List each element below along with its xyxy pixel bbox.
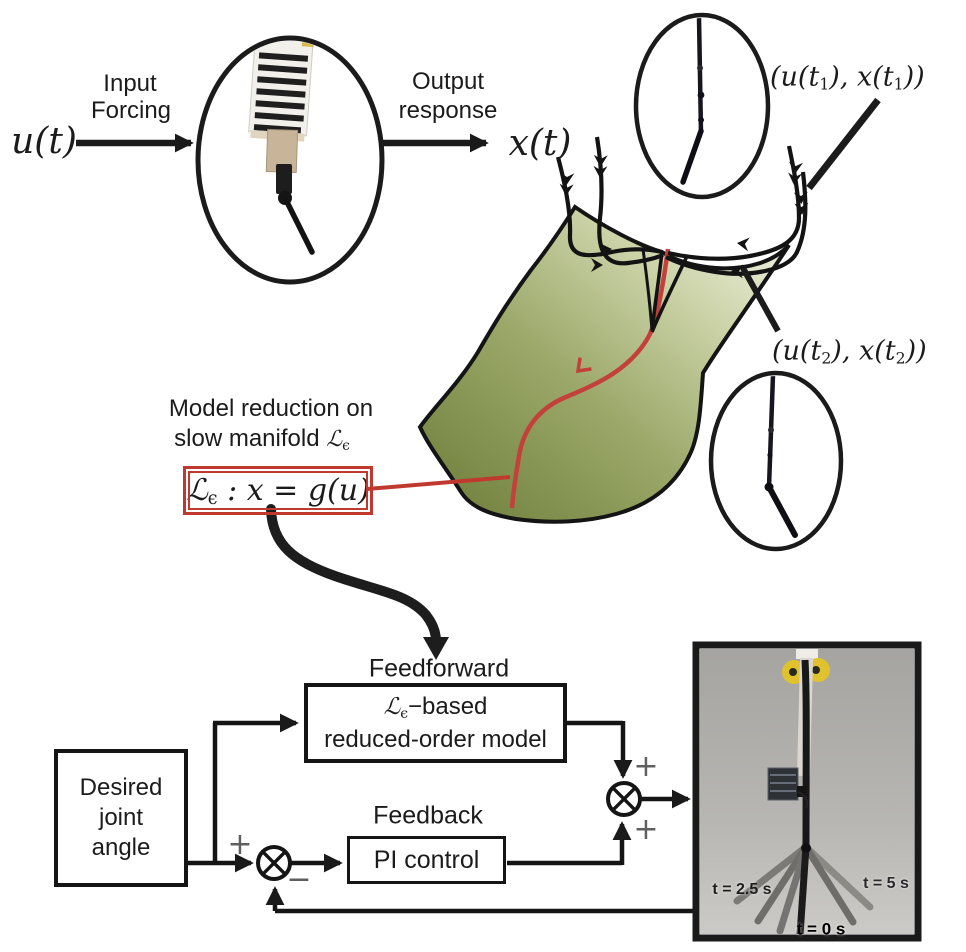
- feedback-title: Feedback: [373, 801, 483, 830]
- hanging-actuator: [801, 659, 810, 849]
- desired-line1: Desired: [79, 774, 163, 801]
- input-signal-u: u(t): [11, 121, 77, 162]
- desired-line2: joint: [98, 804, 144, 831]
- model-reduction-caption-line2: slow manifold ℒϵ: [174, 425, 350, 454]
- sum2-plus-bottom-sign: +: [633, 812, 659, 847]
- pendulum-rod: [283, 197, 315, 255]
- input-forcing-label-line2: Forcing: [90, 97, 172, 124]
- output-response-label-line2: response: [398, 97, 498, 124]
- slow-manifold-equation: ℒϵ : x = g(u): [186, 472, 370, 510]
- summation-junction-error: [256, 845, 292, 881]
- experiment-photo: [733, 649, 874, 934]
- desired-line3: angle: [91, 834, 151, 861]
- rod-time-lapse-fan: [733, 843, 874, 934]
- feedforward-line2: reduced-order model: [324, 726, 547, 753]
- sample2-leader-line: [740, 266, 781, 333]
- time-label-start: t = 0 s: [796, 919, 846, 939]
- slow-manifold-equation-box: ℒϵ : x = g(u): [183, 466, 373, 515]
- time-label-mid: t = 2.5 s: [712, 881, 772, 898]
- sample2-label: (u(t2), x(t2)): [772, 335, 927, 368]
- sample1-leader-line: [806, 97, 881, 191]
- circuit-board: [767, 767, 799, 801]
- model-to-controller-arrow: [266, 504, 449, 660]
- experiment-photo-panel: [692, 641, 922, 942]
- sample2-photo-ellipse: [708, 370, 844, 552]
- sum1-minus-sign: −: [286, 862, 312, 897]
- pi-control-block: PI control: [347, 836, 506, 884]
- sample1-label: (u(t1), x(t1)): [770, 61, 925, 94]
- sample1-photo-ellipse: [633, 12, 771, 200]
- slow-manifold-surface: [417, 204, 791, 524]
- sample1-photo: [680, 18, 705, 185]
- control-wiring: [188, 713, 694, 914]
- input-forcing-label-line1: Input: [103, 70, 157, 97]
- red-flow-arrowhead: [575, 357, 592, 374]
- trajectory-arrowheads: [559, 154, 809, 279]
- sum1-plus-sign: +: [227, 827, 253, 862]
- feedforward-line1: ℒϵ−based: [383, 693, 488, 722]
- output-response-label-line1: Output: [411, 68, 485, 95]
- pi-control-label: PI control: [373, 845, 480, 874]
- feedforward-block: ℒϵ−based reduced-order model: [304, 683, 567, 763]
- slow-manifold-trajectory: [509, 248, 671, 509]
- equation-leader-line: [366, 475, 511, 491]
- actuator-layers: [253, 52, 309, 134]
- red-wire: [262, 21, 303, 36]
- time-label-end: t = 5 s: [863, 875, 909, 892]
- feedforward-title: Feedforward: [368, 654, 510, 683]
- summation-junction-output: [606, 781, 642, 817]
- output-signal-x: x(t): [508, 123, 572, 164]
- actuator-photo-ellipse: [195, 21, 385, 285]
- sum2-plus-top-sign: +: [633, 749, 659, 784]
- sample2-photo: [764, 376, 798, 538]
- model-reduction-caption-line1: Model reduction on: [168, 395, 374, 422]
- desired-joint-angle-block: Desired joint angle: [54, 749, 188, 887]
